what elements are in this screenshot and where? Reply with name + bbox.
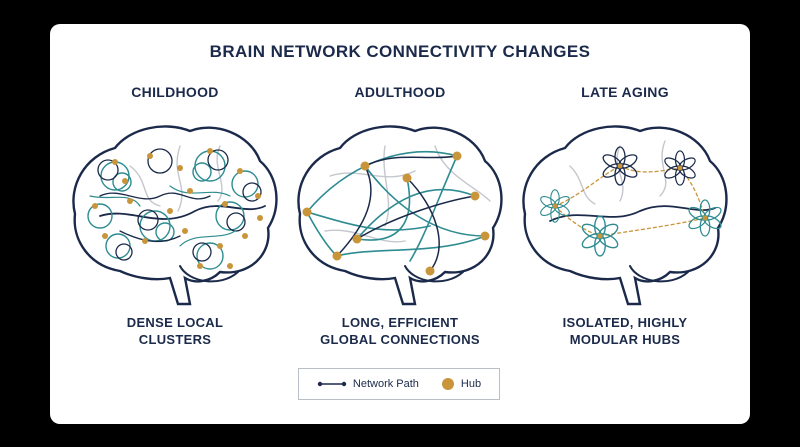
brain-outline <box>72 125 278 306</box>
legend: Network Path Hub <box>298 368 500 400</box>
diagram-card: BRAIN NETWORK CONNECTIVITY CHANGES CHILD… <box>50 24 750 424</box>
brain-childhood <box>72 125 278 306</box>
legend-item-network-path: Network Path <box>317 378 419 390</box>
legend-label-network-path: Network Path <box>352 378 419 390</box>
brain-late-aging <box>522 125 728 306</box>
legend-item-hub: Hub <box>441 377 481 391</box>
brain-sulcus <box>99 205 266 220</box>
legend-label-hub: Hub <box>460 378 482 390</box>
cerebellum <box>179 265 239 283</box>
stage-title-childhood: CHILDHOOD <box>131 84 219 100</box>
stage-title-adulthood: ADULTHOOD <box>354 84 446 100</box>
network-path-icon <box>317 381 347 387</box>
brain-adulthood <box>297 125 503 306</box>
diagram-title: BRAIN NETWORK CONNECTIVITY CHANGES <box>209 42 591 61</box>
stage-title-late-aging: LATE AGING <box>581 84 669 100</box>
hub-icon <box>441 378 454 390</box>
